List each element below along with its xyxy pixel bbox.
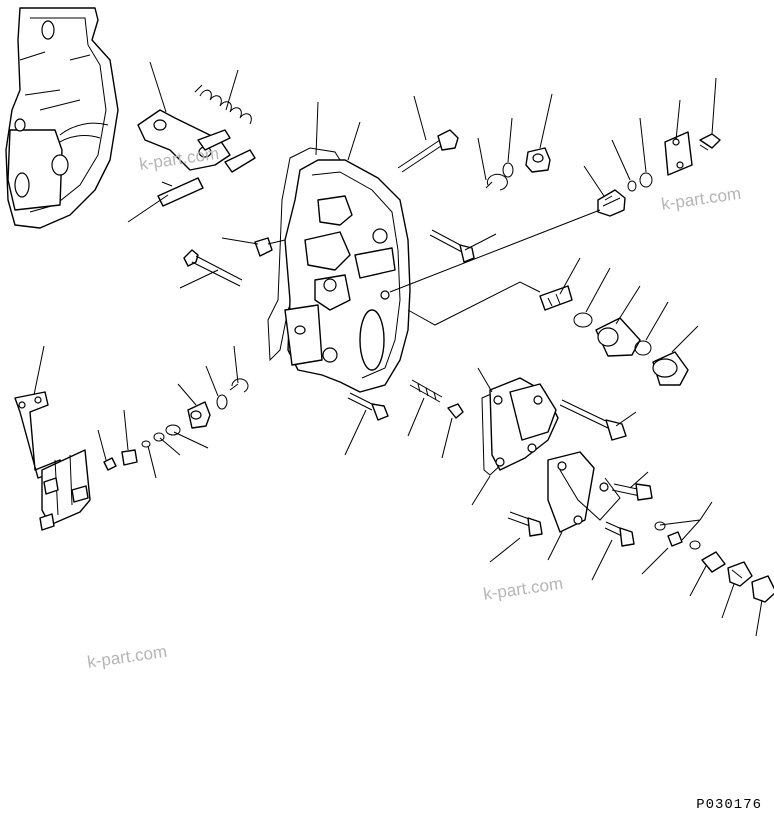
lower-bracket: [547, 451, 621, 533]
o-ring-top: [502, 162, 514, 178]
pump-housing: [5, 7, 119, 229]
fitting-lower-right: [701, 551, 726, 573]
drawing-code: P030176: [696, 797, 762, 813]
nut-lower-right: [667, 531, 683, 547]
washer-right: [573, 312, 593, 328]
connector-line: [407, 281, 541, 326]
plug-left: [187, 401, 211, 429]
bolt-lower-mid: [604, 521, 635, 547]
long-bolt-left: [183, 249, 243, 287]
nut-bottom-center: [447, 403, 464, 419]
leader-lines: [33, 61, 763, 637]
o-ring-right: [634, 340, 652, 356]
bracket-plate: [664, 131, 693, 176]
ring-clip-left: [229, 378, 249, 393]
plug-top: [525, 147, 551, 173]
washer-left: [165, 424, 181, 436]
plug-bolt: [254, 237, 286, 257]
nut-left: [103, 457, 117, 471]
connector-line-2: [389, 209, 601, 293]
washer-lower-right-2: [689, 540, 701, 550]
cap-right: [652, 351, 689, 386]
governor-cover: [284, 159, 411, 393]
small-bolt-middle: [429, 229, 475, 263]
bolt-top-right: [699, 133, 721, 151]
coupling-lower-right: [727, 561, 753, 587]
washer-lower-right: [654, 521, 666, 531]
snap-ring: [485, 173, 508, 191]
collar-left: [121, 449, 138, 466]
bolt-bottom-center: [347, 392, 389, 421]
stud-bottom-center: [409, 379, 443, 403]
top-bolt: [397, 129, 459, 173]
bolt-lower-left: [507, 511, 543, 537]
sleeve: [595, 317, 641, 357]
lever-assembly: [137, 109, 256, 207]
lever-bracket-left: [14, 391, 91, 531]
o-ring-left: [216, 394, 228, 410]
washer-top-right: [627, 172, 653, 192]
spring: [194, 84, 252, 125]
bolt-lower-right: [611, 483, 653, 501]
small-ring-left: [141, 440, 151, 448]
cap-lower-right: [751, 575, 774, 603]
stud-bolt-right: [539, 285, 573, 311]
solenoid-cover: [489, 377, 559, 471]
union-fitting: [597, 189, 626, 217]
bolt-solenoid: [559, 399, 627, 441]
o-ring-left-2: [153, 432, 165, 442]
